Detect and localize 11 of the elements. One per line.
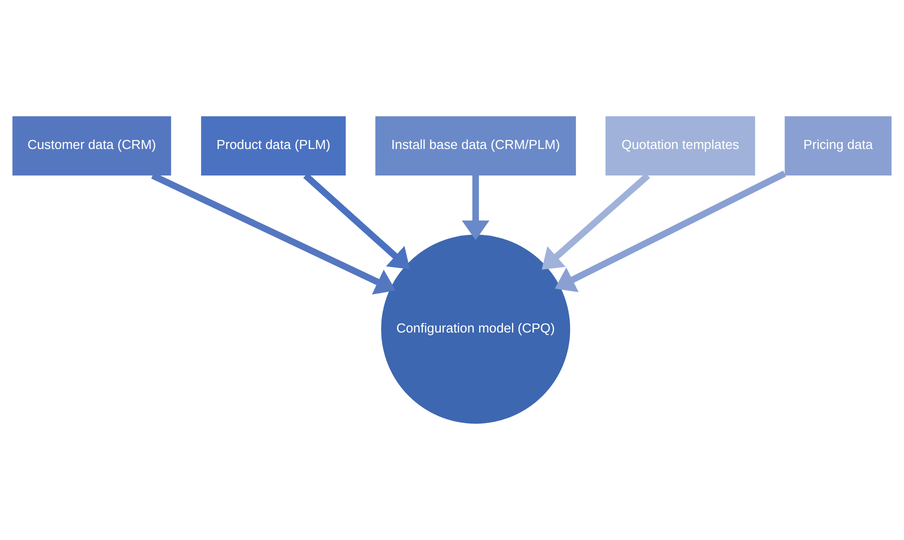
arrow (554, 170, 786, 292)
arrow (303, 173, 410, 270)
node-circle: Configuration model (CPQ) (381, 234, 570, 424)
node-box: Quotation templates (606, 116, 756, 176)
arrow (542, 173, 650, 270)
arrow (151, 172, 396, 295)
node-box: Product data (PLM) (201, 116, 346, 176)
arrow (462, 176, 490, 240)
node-box: Install base data (CRM/PLM) (375, 116, 576, 176)
node-box: Customer data (CRM) (12, 116, 172, 176)
node-box: Pricing data (784, 116, 892, 176)
